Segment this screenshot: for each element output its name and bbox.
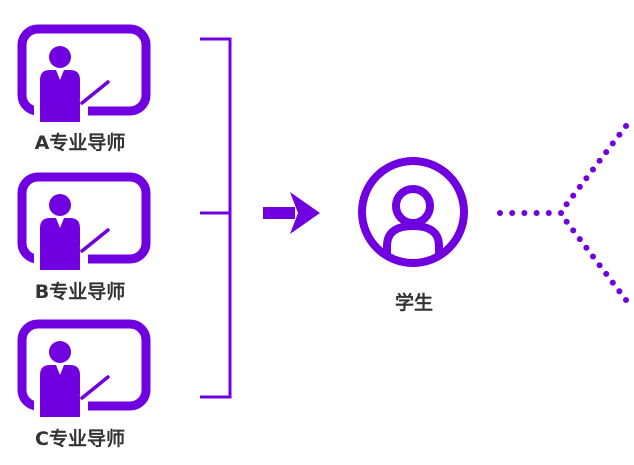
user-circle-icon: [358, 157, 468, 267]
dot: [616, 131, 623, 138]
dot: [570, 227, 577, 234]
dot: [509, 210, 516, 216]
dot: [623, 297, 629, 303]
teacher-board-icon-a: [22, 29, 146, 122]
dot: [596, 157, 603, 164]
dot: [603, 149, 610, 156]
student-label: 学生: [394, 292, 434, 314]
teacher-board-icon-c: [22, 324, 146, 417]
dot: [576, 236, 583, 243]
mentor-label-c: C专业导师: [35, 428, 125, 450]
bracket-connector: [200, 37, 232, 399]
dot: [497, 210, 503, 216]
dot: [603, 270, 610, 277]
dot: [590, 166, 596, 173]
mentor-label-a: A专业导师: [34, 132, 126, 154]
dot: [563, 218, 570, 225]
dot: [609, 140, 616, 147]
dot: [563, 201, 570, 208]
dot: [570, 192, 577, 199]
mentor-label-b: B专业导师: [34, 281, 126, 303]
dot: [576, 183, 583, 190]
dot: [533, 210, 540, 216]
dotted-branch-connector: [497, 123, 629, 303]
dot: [558, 210, 564, 216]
dot: [583, 244, 590, 251]
dot: [590, 253, 596, 260]
dot: [616, 288, 623, 295]
dot: [596, 262, 603, 269]
arrow-right-icon: [263, 192, 320, 234]
dot: [545, 210, 552, 216]
dot: [521, 210, 528, 216]
dot: [609, 279, 616, 286]
dot: [623, 123, 629, 129]
teacher-board-icon-b: [22, 177, 146, 270]
dot: [583, 175, 590, 182]
